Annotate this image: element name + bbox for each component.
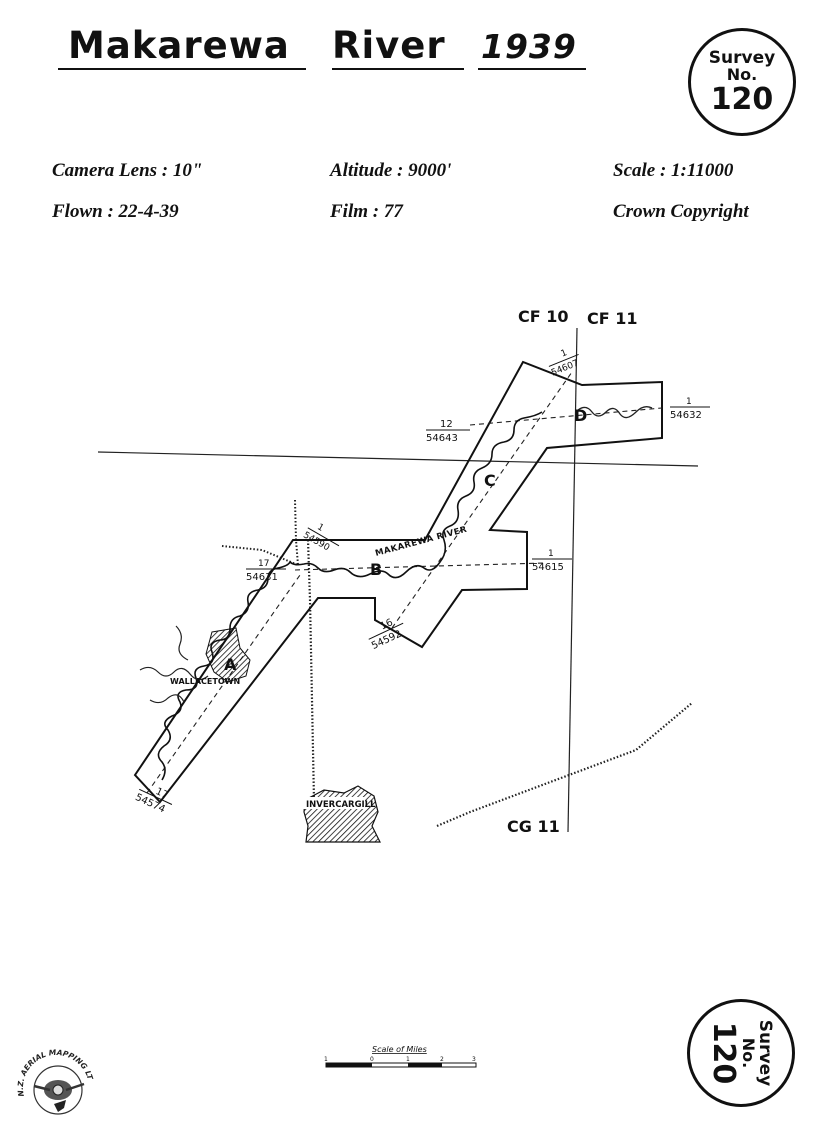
grid-line-vertical	[567, 327, 578, 833]
flight-line-d	[469, 407, 663, 426]
flown-text: Flown : 22-4-39	[52, 201, 179, 222]
town-label-wallacetown: WALLACETOWN	[170, 677, 240, 686]
photo-ref-a-bottom-rule	[139, 788, 173, 805]
nz-aerial-mapping-logo: N.Z. AERIAL MAPPING LTD HASTINGS	[14, 1046, 95, 1115]
wallacetown-area	[205, 627, 251, 683]
railway-line-south	[306, 539, 316, 801]
logo-wings	[33, 1082, 85, 1092]
grid-label-cf11: CF 11	[587, 309, 638, 328]
river-tributary-west	[139, 625, 209, 704]
copyright-text: Crown Copyright	[613, 201, 749, 222]
scale-bar-segment-b	[408, 1063, 442, 1067]
grid-label-cg11: CG 11	[507, 817, 560, 836]
logo-map-shape	[54, 1100, 66, 1112]
run-letter-b: B	[370, 560, 382, 579]
grid-label-cf10: CF 10	[518, 307, 569, 326]
photo-ref-d-west-code: 54643	[426, 433, 458, 444]
run-letter-c: C	[484, 471, 496, 490]
photo-ref-c-bottom: 16 54592	[368, 617, 404, 652]
film-text: Film : 77	[330, 201, 403, 222]
title-word-river: River	[332, 24, 446, 67]
title-underline-1	[58, 68, 306, 70]
badge-no-label: No.	[726, 64, 758, 84]
survey-badge-top: Survey No. 120	[688, 28, 796, 136]
photo-ref-c-top-num: 1	[315, 522, 325, 534]
title-underline-2	[332, 68, 464, 70]
photo-ref-b-west-code: 54631	[246, 572, 278, 583]
run-letter-d: D	[574, 406, 587, 425]
badge-number: 120	[710, 81, 774, 117]
flight-line-c	[391, 371, 573, 629]
run-letter-a: A	[224, 655, 237, 674]
logo-camera-lens	[52, 1084, 64, 1096]
town-label-invercargill: INVERCARGILL	[306, 800, 376, 810]
photo-ref-d-start-rule	[548, 353, 579, 367]
railway-line-north	[294, 499, 299, 566]
scale-text: Scale : 1:11000	[613, 160, 734, 181]
makarewa-river	[157, 411, 543, 781]
scale-bar: Scale of Miles 1 0 1 2 3	[324, 1045, 477, 1068]
photo-ref-b-west: 17 54631	[246, 559, 286, 583]
scale-tick-0: 0	[370, 1056, 374, 1063]
river-label: MAKAREWA RIVER	[374, 525, 468, 559]
photo-ref-c-bottom-code: 54592	[370, 629, 403, 652]
scale-tick-3: 3	[472, 1056, 476, 1063]
photo-ref-b-east: 1 54615	[532, 549, 572, 573]
altitude-text: Altitude : 9000'	[330, 160, 452, 181]
photo-ref-b-west-num: 17	[258, 559, 269, 569]
photo-ref-d-start-num: 1	[560, 348, 569, 359]
invercargill-label-box	[303, 797, 365, 809]
scale-tick-1-left: 1	[324, 1056, 328, 1063]
title-underline-3	[478, 68, 586, 70]
photo-ref-d-west-num: 12	[440, 419, 453, 430]
photo-ref-a-bottom: 17 54574	[133, 786, 173, 815]
railway-line-east	[436, 702, 693, 828]
photo-ref-d-end-num: 1	[686, 397, 692, 407]
title-year: 1939	[481, 27, 577, 66]
photo-ref-b-east-code: 54615	[532, 562, 564, 573]
flight-line-b	[294, 562, 546, 571]
camera-lens-text: Camera Lens : 10"	[52, 160, 203, 181]
scale-tick-1: 1	[406, 1056, 410, 1063]
badge-survey-label: Survey	[708, 47, 776, 68]
photo-coverage-outline	[133, 360, 663, 804]
photo-ref-c-top-code: 54590	[301, 530, 331, 553]
photo-ref-c-top-rule	[307, 527, 340, 547]
scale-tick-2: 2	[440, 1056, 444, 1063]
photo-ref-d-end-code: 54632	[670, 410, 702, 421]
photo-ref-d-west: 12 54643	[426, 419, 470, 444]
scale-bar-segment-a	[326, 1063, 372, 1067]
photo-ref-b-east-num: 1	[548, 549, 554, 559]
logo-circle	[33, 1065, 83, 1115]
title-word-makarewa: Makarewa	[68, 24, 290, 67]
grid-line-horizontal	[97, 451, 699, 467]
photo-ref-c-bottom-rule	[368, 622, 404, 640]
scale-bar-label: Scale of Miles	[372, 1045, 427, 1054]
river-tributary-east	[577, 406, 653, 419]
photo-ref-d-end: 1 54632	[670, 397, 710, 421]
invercargill-area	[303, 785, 381, 843]
